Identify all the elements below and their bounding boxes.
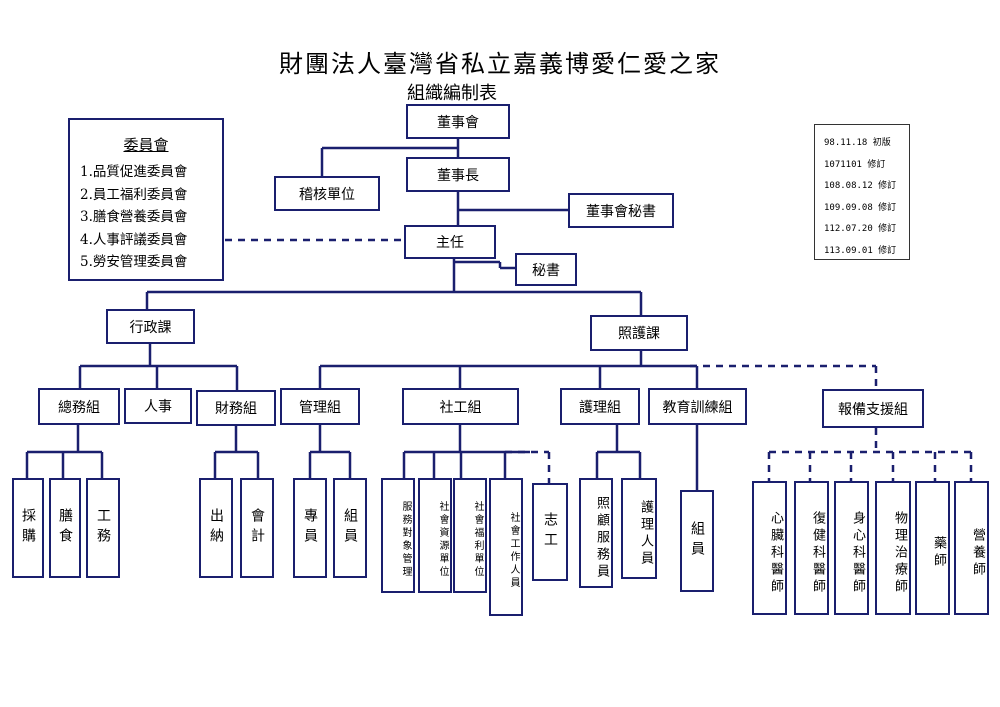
leaf-psychiatrist: 身心科醫師 (834, 481, 869, 615)
leaf-edu-staff: 組員 (680, 490, 714, 592)
revision-history: 98.11.18 初版 1071101 修訂 108.08.12 修訂 109.… (814, 124, 910, 260)
revision-entry: 109.09.08 修訂 (824, 202, 897, 213)
node-general-affairs: 總務組 (38, 388, 120, 425)
node-audit: 稽核單位 (274, 176, 380, 211)
leaf-purchasing: 採購 (12, 478, 44, 578)
leaf-social-worker: 社會工作人員 (489, 478, 523, 616)
node-personnel: 人事 (124, 388, 192, 424)
node-finance: 財務組 (196, 390, 276, 426)
leaf-resources: 社會資源單位 (418, 478, 452, 593)
node-care-section: 照護課 (590, 315, 688, 351)
leaf-physio: 物理治療師 (875, 481, 911, 615)
leaf-cardiologist: 心臟科醫師 (752, 481, 787, 615)
committee-title: 委員會 (123, 136, 169, 154)
node-support: 報備支援組 (822, 389, 924, 428)
committee-item: 2.員工福利委員會 (80, 186, 188, 203)
node-chairman: 董事長 (406, 157, 510, 192)
leaf-volunteer: 志工 (532, 483, 568, 581)
committee-item: 3.膳食營養委員會 (80, 209, 188, 225)
node-admin-section: 行政課 (106, 309, 195, 344)
leaf-care-attendant: 照顧服務員 (579, 478, 613, 588)
chart-subtitle: 組織編制表 (407, 83, 497, 104)
leaf-meals: 膳食 (49, 478, 81, 578)
leaf-maintenance: 工務 (86, 478, 120, 578)
leaf-accounting: 會計 (240, 478, 274, 578)
committee-panel: 委員會 1.品質促進委員會 2.員工福利委員會 3.膳食營養委員會 4.人事評議… (68, 118, 224, 281)
chart-title: 財團法人臺灣省私立嘉義博愛仁愛之家 (279, 50, 721, 78)
leaf-welfare: 社會福利單位 (453, 478, 487, 593)
leaf-service-case: 服務對象管理 (381, 478, 415, 593)
committee-item: 5.勞安管理委員會 (80, 254, 188, 270)
node-director: 主任 (404, 225, 496, 259)
leaf-dietitian: 營養師 (954, 481, 989, 615)
leaf-specialist: 專員 (293, 478, 327, 578)
leaf-nurse: 護理人員 (621, 478, 657, 579)
node-nursing: 護理組 (560, 388, 640, 425)
committee-item: 1.品質促進委員會 (80, 164, 188, 180)
node-education: 教育訓練組 (648, 388, 747, 425)
node-board-secretary: 董事會秘書 (568, 193, 674, 228)
leaf-rehab-doctor: 復健科醫師 (794, 481, 829, 615)
node-board: 董事會 (406, 104, 510, 139)
leaf-cashier: 出納 (199, 478, 233, 578)
committee-item: 4.人事評議委員會 (80, 231, 188, 248)
node-secretary: 秘書 (515, 253, 577, 286)
revision-entry: 1071101 修訂 (824, 159, 886, 170)
committee-list: 1.品質促進委員會 2.員工福利委員會 3.膳食營養委員會 4.人事評議委員會 … (80, 161, 222, 274)
node-social-work: 社工組 (402, 388, 519, 425)
revision-entry: 112.07.20 修訂 (824, 224, 897, 234)
node-management: 管理組 (280, 388, 360, 425)
revision-entry: 108.08.12 修訂 (824, 181, 897, 191)
revision-entry: 113.09.01 修訂 (824, 245, 897, 256)
leaf-pharmacist: 藥師 (915, 481, 950, 615)
revision-entry: 98.11.18 初版 (824, 138, 891, 148)
leaf-mgmt-staff: 組員 (333, 478, 367, 578)
